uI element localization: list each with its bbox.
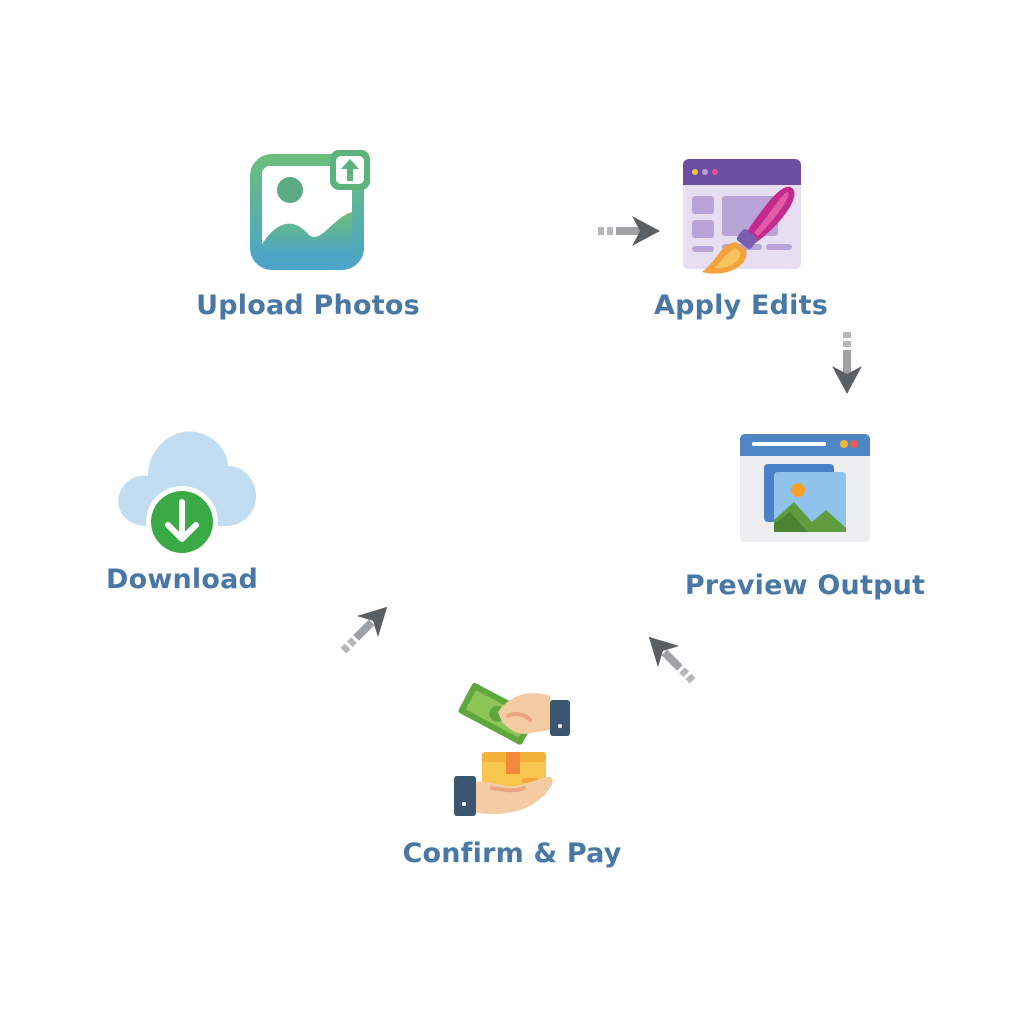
arrow-up-left-icon xyxy=(340,606,388,654)
arrow-right-icon xyxy=(598,216,660,246)
arrow-down-left-icon xyxy=(648,636,696,684)
cloud-download-icon xyxy=(118,431,257,558)
step-label-apply-edits: Apply Edits xyxy=(653,290,829,321)
cash-payment-hands-icon xyxy=(454,682,570,816)
image-upload-icon xyxy=(250,150,370,270)
step-label-preview-output: Preview Output xyxy=(684,570,926,601)
browser-image-preview-icon xyxy=(740,434,870,542)
paintbrush-editor-icon xyxy=(683,159,801,274)
arrow-down-icon xyxy=(832,332,862,394)
step-label-confirm-and-pay: Confirm & Pay xyxy=(402,838,622,869)
step-label-download: Download xyxy=(105,564,259,595)
step-label-upload-photos: Upload Photos xyxy=(196,290,420,321)
